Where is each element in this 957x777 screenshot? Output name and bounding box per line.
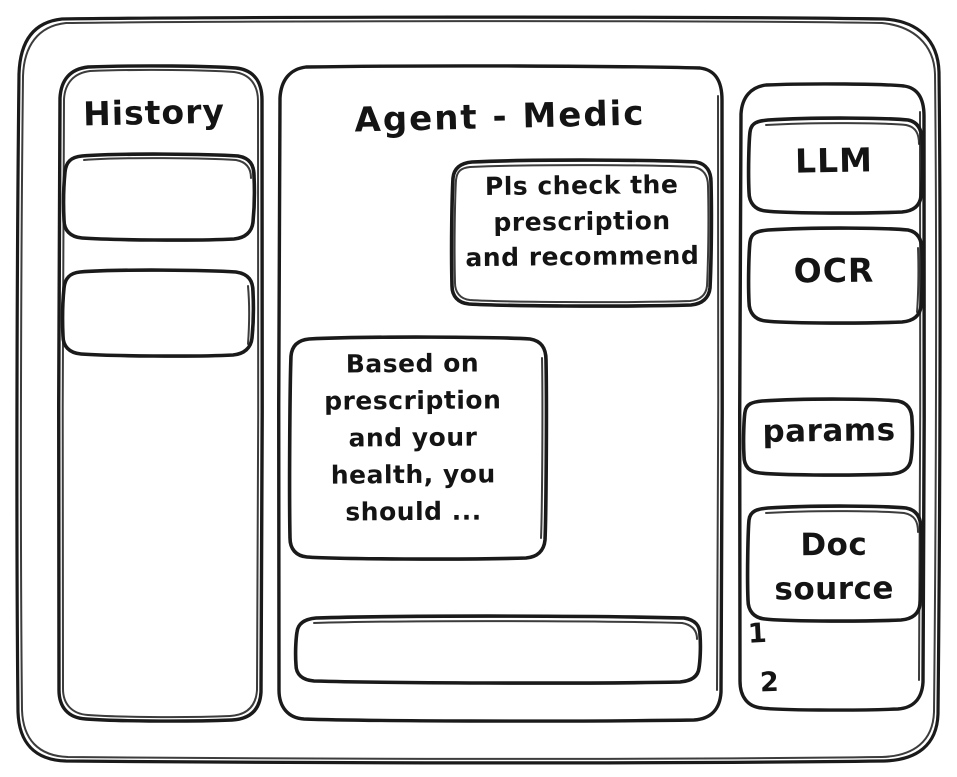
main-chat-panel — [278, 65, 724, 722]
tools-sidebar — [739, 83, 926, 711]
history-sidebar — [58, 65, 264, 722]
